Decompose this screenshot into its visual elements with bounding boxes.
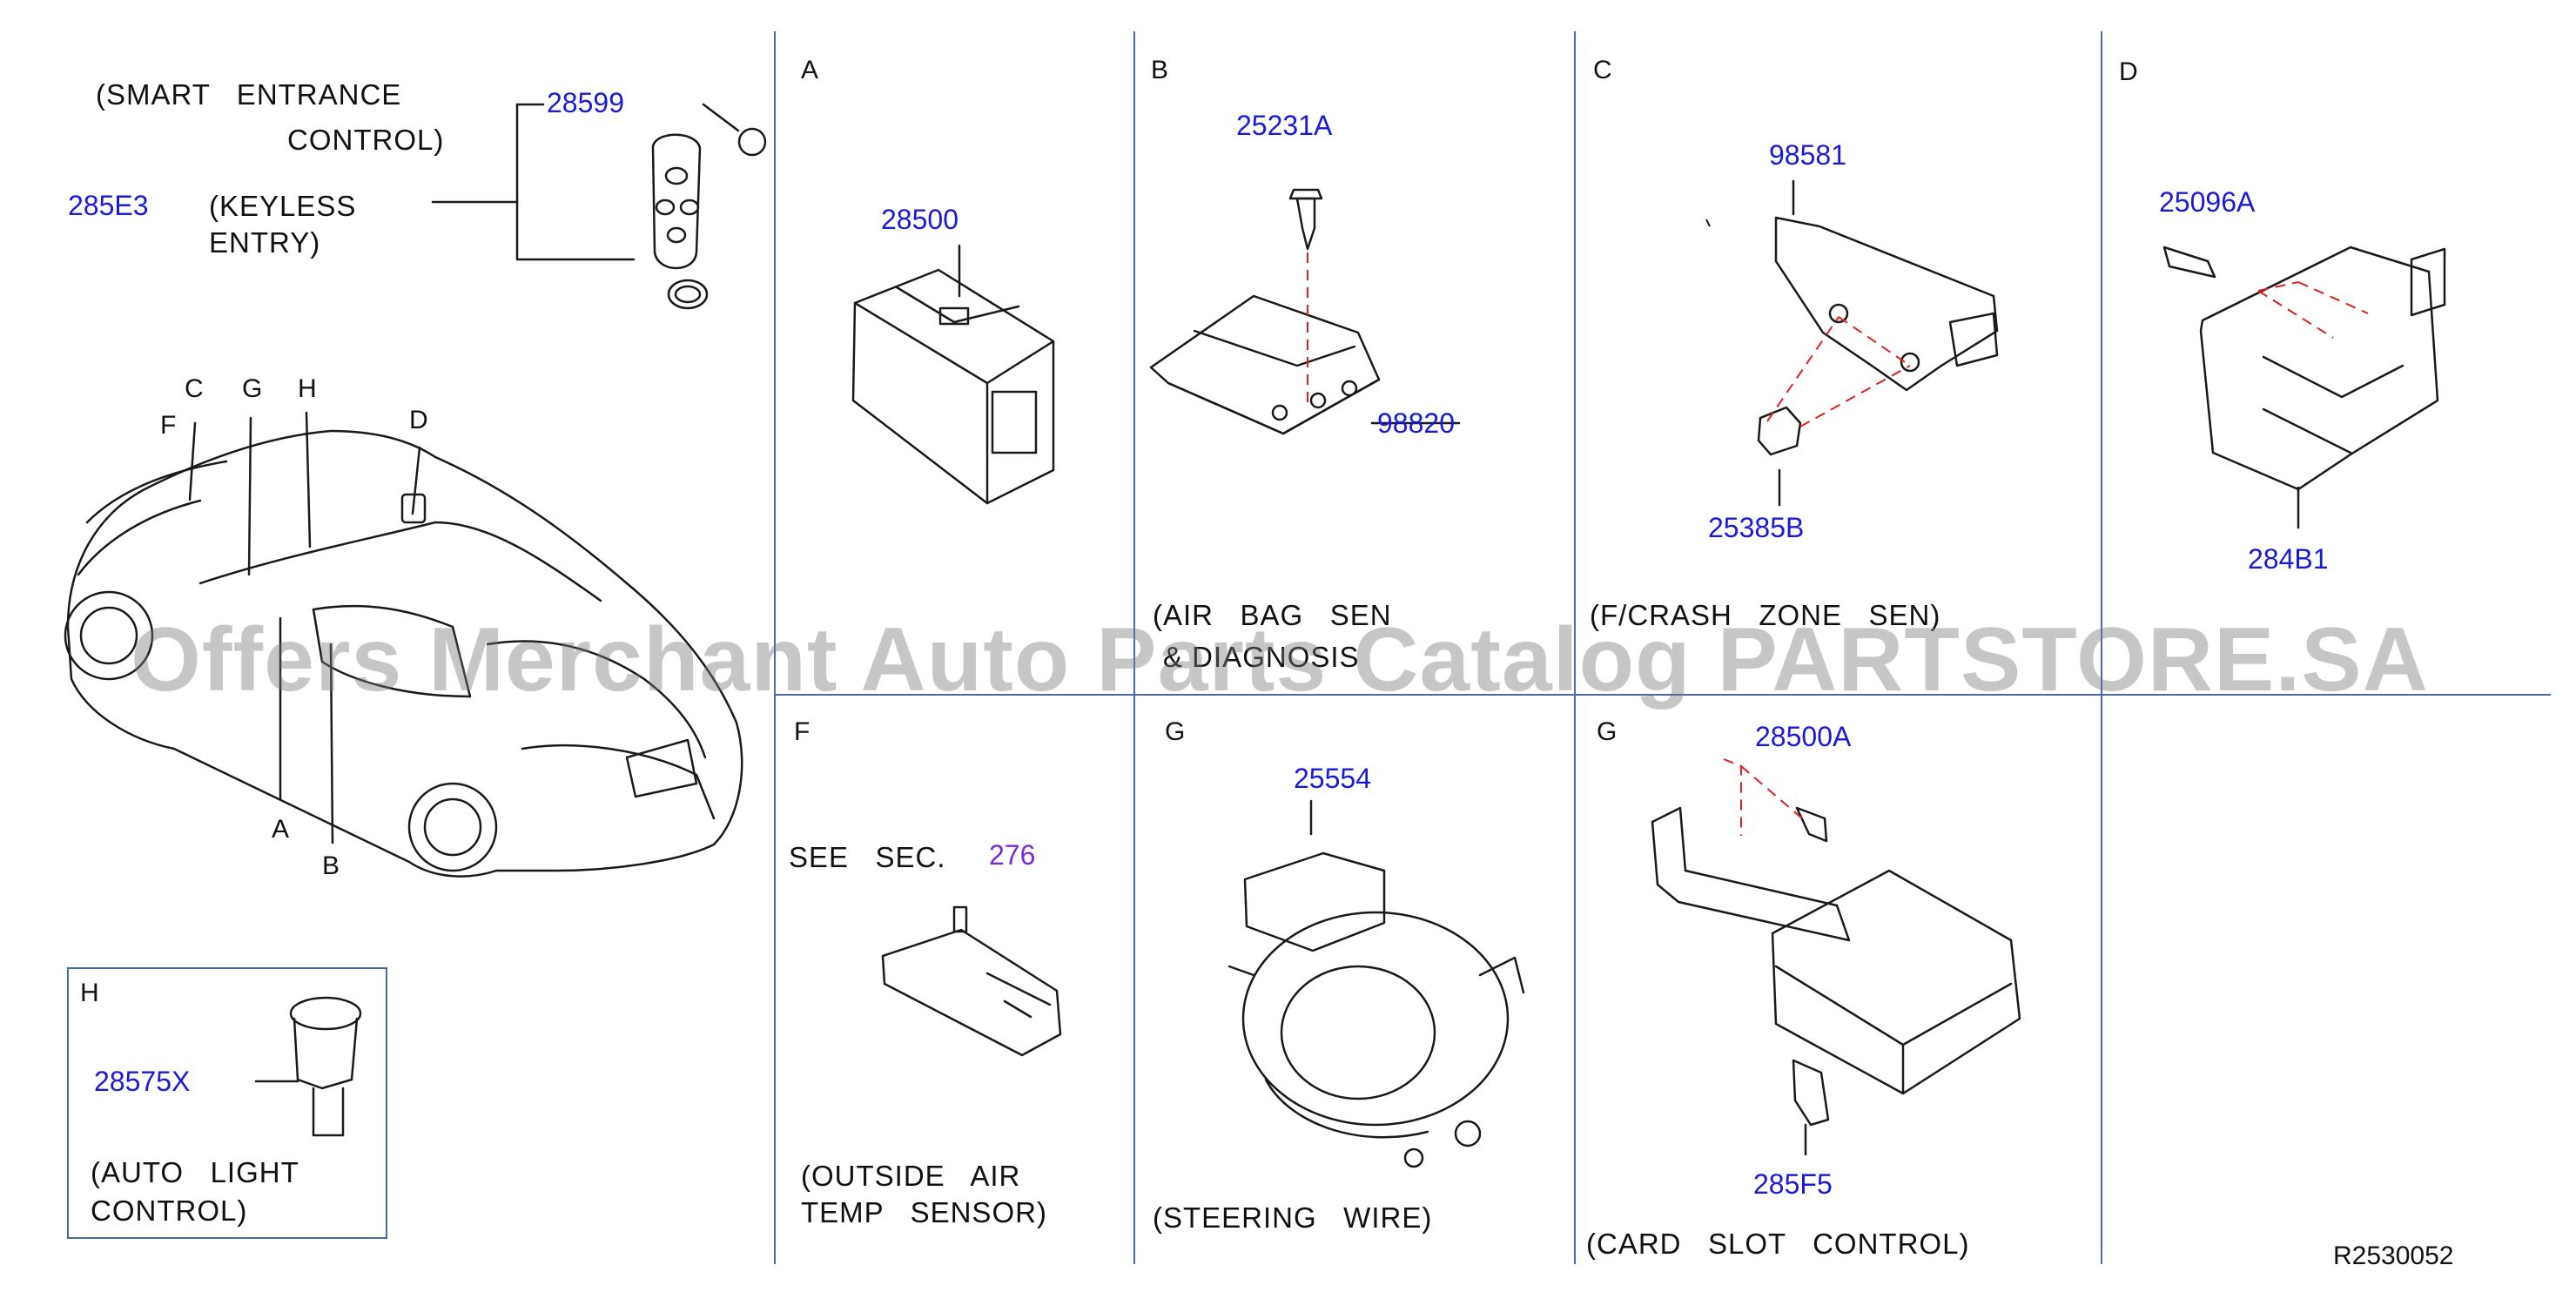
location-d: D: [409, 406, 428, 434]
panel-h-part: [289, 996, 362, 1031]
panel-f-part: [881, 928, 1062, 1057]
car-outline: [66, 429, 743, 878]
panel-h-caption-line1: (AUTO LIGHT: [91, 1156, 299, 1188]
panel-b-bolt: [1295, 197, 1316, 251]
panel-g2-part-bolt[interactable]: 28500A: [1755, 721, 1852, 752]
panel-d-part-bolt[interactable]: 25096A: [2159, 186, 2256, 218]
location-h: H: [298, 374, 317, 403]
panel-b-part-unit[interactable]: 98820: [1377, 407, 1455, 439]
panel-g2-caption: (CARD SLOT CONTROL): [1586, 1228, 1970, 1260]
panel-a-part: [851, 268, 1055, 505]
panel-b-part: [1149, 294, 1381, 435]
panel-d-part: [2199, 246, 2439, 491]
panel-c-nut: [1757, 406, 1802, 456]
panel-c-part-nut[interactable]: 25385B: [1708, 512, 1805, 543]
panel-a-letter: A: [801, 56, 819, 84]
panel-c-caption-line1: (F/CRASH ZONE SEN): [1590, 599, 1941, 631]
panel-c-letter: C: [1593, 56, 1612, 84]
panel-a-part[interactable]: 28500: [881, 204, 958, 235]
panel-h-frame: [67, 967, 387, 1239]
panel-h-letter: H: [80, 979, 99, 1007]
watermark: Offers Merchant Auto Parts Catalog PARTS…: [131, 609, 2429, 710]
location-f: F: [160, 411, 177, 440]
tick-mark-icon: [1705, 219, 1711, 227]
keyfob-icon: [651, 133, 702, 270]
panel-c-dash: [1766, 316, 1911, 427]
panel-f-caption-line2: TEMP SENSOR): [801, 1196, 1047, 1228]
panel-g1-connector: [1243, 851, 1386, 952]
panel-c-part-sensor[interactable]: 98581: [1769, 139, 1846, 171]
panel-h-part[interactable]: 28575X: [94, 1066, 191, 1097]
panel-d-dash: [2257, 281, 2369, 339]
panel-g1-part: [1241, 911, 1510, 1127]
panel-g2-part: [1771, 869, 2021, 1095]
location-g: G: [242, 374, 263, 403]
panel-f-see-sec: SEE SEC.: [789, 841, 946, 873]
diagram-id: R2530052: [2333, 1242, 2454, 1270]
part-keyfob[interactable]: 28599: [547, 87, 624, 118]
panel-b-caption-line2: & DIAGNOSIS: [1163, 641, 1360, 673]
part-keyless[interactable]: 285E3: [68, 190, 149, 221]
panel-f-sec-ref[interactable]: 276: [989, 839, 1036, 871]
panel-g2-dash: [1723, 758, 1803, 836]
panel-b-letter: B: [1151, 56, 1169, 84]
panel-g1-caption: (STEERING WIRE): [1153, 1201, 1433, 1234]
panel-g2-letter: G: [1597, 717, 1618, 746]
panel-d-letter: D: [2119, 57, 2138, 86]
panel-g1-part[interactable]: 25554: [1294, 763, 1371, 794]
keyless-label-line2: ENTRY): [209, 226, 321, 259]
keyless-label-line1: (KEYLESS: [209, 190, 357, 222]
location-a: A: [272, 815, 290, 844]
panel-g2-bracket: [1651, 806, 1851, 942]
panel-g1-letter: G: [1165, 717, 1186, 746]
panel-d-bolt: [2162, 246, 2216, 279]
panel-f-letter: F: [794, 717, 810, 746]
location-c: C: [185, 374, 204, 403]
panel-b-caption-line1: (AIR BAG SEN: [1153, 599, 1392, 631]
panel-h-caption-line2: CONTROL): [91, 1194, 248, 1227]
panel-g2-part-bracket[interactable]: 285F5: [1753, 1168, 1833, 1200]
keyfob-leader: [431, 200, 636, 261]
smart-entrance-label-line1: (SMART ENTRANCE: [96, 78, 402, 111]
panel-g2-bolt: [1795, 806, 1828, 843]
smart-entrance-label-line2: CONTROL): [287, 124, 445, 156]
panel-f-caption-line1: (OUTSIDE AIR: [801, 1160, 1021, 1192]
location-b: B: [322, 851, 340, 880]
panel-b-part-bolt[interactable]: 25231A: [1236, 110, 1333, 141]
panel-c-part: [1774, 216, 1999, 392]
panel-d-part-unit[interactable]: 284B1: [2248, 543, 2329, 575]
